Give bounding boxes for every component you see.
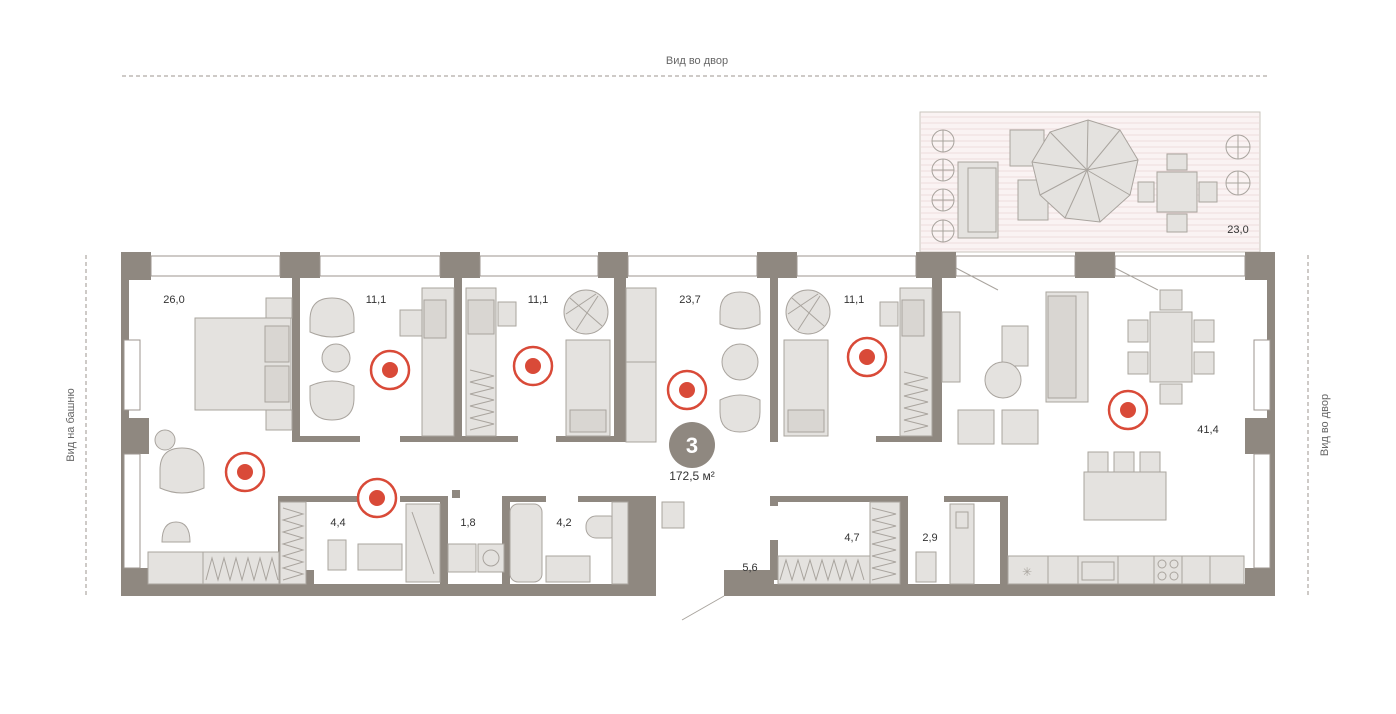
camera-marker-icon[interactable] — [512, 345, 554, 387]
plant-icon — [1225, 134, 1251, 196]
area-bathroom-2: 4,2 — [556, 517, 571, 529]
room-bedroom-4: 11,1 — [783, 287, 933, 437]
room-bathroom-2: 4,2 — [509, 501, 685, 585]
area-bedroom-2: 11,1 — [528, 294, 549, 306]
room-laundry: 1,8 — [447, 517, 505, 573]
bathtub — [509, 503, 543, 583]
armchair — [957, 409, 995, 445]
camera-marker-icon[interactable] — [224, 451, 266, 493]
area-cabinet-1: 11,1 — [366, 294, 387, 306]
room-living: ✳ 41,4 — [941, 289, 1245, 585]
area-wc: 2,9 — [922, 532, 937, 544]
room-wc: 2,9 — [915, 503, 975, 585]
camera-marker-icon[interactable] — [1107, 389, 1149, 431]
area-hall: 5,6 — [742, 562, 757, 574]
armchair — [1001, 409, 1039, 445]
camera-marker-icon[interactable] — [369, 349, 411, 391]
walls — [121, 252, 1275, 596]
photo-markers[interactable] — [224, 336, 1149, 519]
area-bedroom-1: 26,0 — [163, 294, 184, 306]
camera-marker-icon[interactable] — [356, 477, 398, 519]
area-bedroom-3: 23,7 — [679, 294, 700, 306]
wardrobe — [279, 501, 307, 585]
plant-icon — [154, 429, 176, 451]
area-living: 41,4 — [1197, 424, 1218, 436]
chair — [161, 521, 191, 543]
armchair — [159, 447, 205, 494]
area-bedroom-4: 11,1 — [844, 294, 865, 306]
room-bedroom-3: 23,7 — [625, 287, 761, 443]
terrace-table — [1156, 171, 1198, 213]
terrace: 23,0 — [919, 111, 1261, 253]
room-cabinet-1: 11,1 — [309, 287, 455, 437]
kitchen-island — [1083, 471, 1167, 521]
room-bathroom-1: 4,4 — [327, 503, 441, 583]
desk — [147, 551, 204, 585]
svg-text:3: 3 — [686, 433, 698, 458]
room-hall: 5,6 4,7 — [742, 501, 901, 585]
camera-marker-icon[interactable] — [666, 369, 708, 411]
area-laundry: 1,8 — [460, 517, 475, 529]
view-label-left: Вид на башню — [65, 388, 77, 462]
area-storage: 4,7 — [844, 532, 859, 544]
nightstand — [265, 409, 293, 431]
nightstand — [265, 297, 293, 319]
total-area: 172,5 м² — [669, 469, 715, 483]
bedroom-1: 26,0 — [147, 294, 307, 585]
plant-icon — [931, 129, 955, 243]
room-bedroom-2: 11,1 — [465, 287, 611, 437]
area-terrace: 23,0 — [1227, 224, 1248, 236]
view-label-top: Вид во двор — [666, 55, 728, 67]
fridge-icon: ✳ — [1022, 565, 1032, 579]
rooms-count-badge: 3 — [669, 422, 715, 468]
dining-table — [1149, 311, 1193, 383]
area-bathroom-1: 4,4 — [330, 517, 345, 529]
camera-marker-icon[interactable] — [846, 336, 888, 378]
kitchen-counter — [1007, 555, 1245, 585]
view-label-right: Вид во двор — [1319, 394, 1331, 456]
